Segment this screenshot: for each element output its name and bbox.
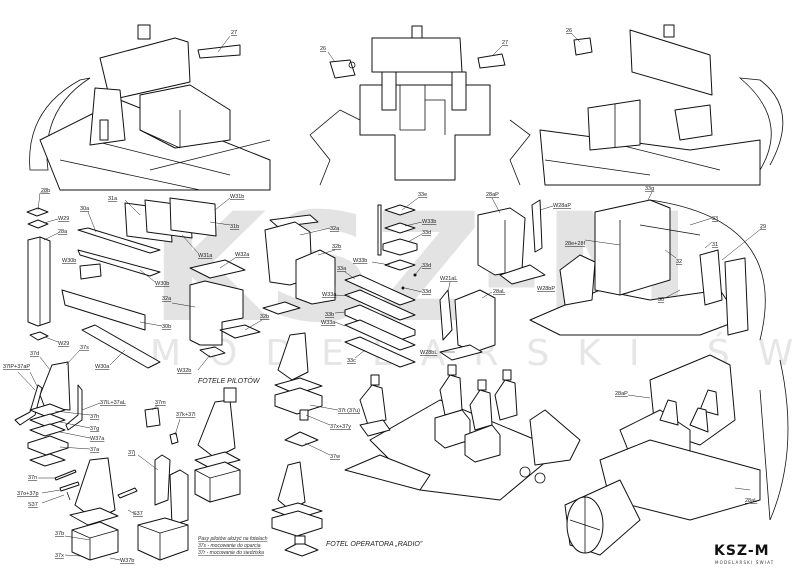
label-29: 29	[760, 224, 766, 230]
label-32b-2: 32b	[332, 244, 341, 250]
top-view-right: 26	[539, 24, 784, 186]
part-group-28: 28b W29 28a W29	[26, 188, 69, 347]
label-W32a: W32a	[235, 252, 250, 258]
notes-block: Pasy pilotów ułożyć na fotelach 37s - mo…	[198, 536, 423, 556]
label-31a: 31a	[108, 196, 118, 202]
label-W31b: W31b	[230, 194, 244, 200]
part-group-32: W32a 32a 32b W32b 32a 32b	[162, 214, 341, 374]
label-33g: 33g	[645, 186, 654, 192]
label-37x-37y: 37x+37y	[330, 424, 351, 430]
label-W30b-2: W30b	[62, 258, 76, 264]
part-group-33: 33e W33b 33d W33b 33d 33d 33a W33a 33b W…	[321, 192, 436, 368]
label-37h: 37h	[90, 414, 99, 420]
label-28aP-2: 28aP	[615, 391, 628, 397]
label-33d-2: 33d	[422, 263, 431, 269]
cockpit-assembly-right: 28aP 28aL	[564, 354, 789, 556]
label-26: 26	[320, 46, 326, 52]
label-30a: 30a	[80, 206, 90, 212]
label-W33b: W33b	[422, 219, 436, 225]
label-W30b: W30b	[155, 281, 169, 287]
label-32: 32	[676, 259, 682, 265]
label-37a: 37a	[90, 447, 100, 453]
label-37n: 37n	[28, 475, 37, 481]
label-32a: 32a	[162, 296, 172, 302]
label-37lP-37aP: 37lP+37aP	[3, 364, 30, 370]
cockpit-assembly-center	[344, 364, 581, 501]
label-W29-2: W29	[58, 341, 69, 347]
label-33c: 33c	[347, 358, 356, 364]
label-37k-37l: 37k+37l	[176, 412, 195, 418]
label-S37: S37	[28, 502, 38, 508]
label-W33a-2: W33a	[321, 320, 336, 326]
label-W28bL: W28bL	[420, 350, 437, 356]
label-W32b: W32b	[177, 368, 191, 374]
label-33d: 33d	[422, 230, 431, 236]
label-W37a: W37a	[90, 436, 105, 442]
label-37w: 37w	[330, 454, 340, 460]
label-33d-3: 33d	[422, 289, 431, 295]
label-W33b-2: W33b	[353, 258, 367, 264]
label-37t: 37t (37u)	[338, 408, 360, 414]
label-W28bP: W28bP	[537, 286, 555, 292]
label-28a: 28a	[58, 229, 68, 235]
label-32a-2: 32a	[330, 226, 340, 232]
label-W29: W29	[58, 216, 69, 222]
caption-pilot-seats: FOTELE PILOTÓW	[198, 376, 261, 385]
label-W31a: W31a	[198, 253, 213, 259]
label-28b: 28b	[41, 188, 50, 194]
note-line-1: Pasy pilotów ułożyć na fotelach	[198, 536, 268, 542]
label-W21aL: W21aL	[440, 276, 457, 282]
label-W37b: W37b	[120, 558, 134, 564]
label-33a: 33a	[337, 266, 347, 272]
label-W30a: W30a	[95, 364, 110, 370]
part-group-30-31: 30a 31a W31b 31b W31a W30b W30b 30b W30a	[61, 194, 244, 370]
label-37j: 37j	[128, 450, 135, 456]
label-S37-2: S37	[133, 511, 143, 517]
top-view-center: 26 27	[309, 25, 531, 186]
label-37b: 37b	[55, 531, 64, 537]
label-37s: 37s	[80, 345, 89, 351]
label-27: 27	[231, 30, 237, 36]
label-30: 30	[658, 297, 664, 303]
label-37g: 37g	[90, 426, 99, 432]
label-28e28f: 28e+28f	[565, 241, 586, 247]
caption-radio-seat: FOTEL OPERATORA „RADIO”	[326, 541, 423, 548]
brand-logo-text: KSZ-M	[714, 543, 770, 559]
pilot-seats-assembled: 37b 37x W37b S37 37m 37k+37l 37j FOTELE …	[55, 332, 360, 564]
label-31b: 31b	[230, 224, 239, 230]
label-27: 27	[502, 40, 508, 46]
part-group-28a-side: 28aP W28aP W28bP W21aL 28aL W28bL	[420, 192, 571, 361]
cabin-assembly: 33g 33 28e+28f 31 32 29 30	[529, 186, 766, 341]
pilot-seat-exploded: 37d 37s 37lP+37aP 37lL+37aL 37h 37g W37a…	[3, 345, 126, 508]
label-37d: 37d	[30, 351, 39, 357]
label-W28aP: W28aP	[553, 203, 571, 209]
label-30b: 30b	[162, 324, 171, 330]
label-31: 31	[712, 242, 718, 248]
label-33e: 33e	[418, 192, 427, 198]
label-37o-37p: 37o+37p	[17, 491, 39, 497]
label-32b: 32b	[260, 314, 269, 320]
label-28aP: 28aP	[486, 192, 499, 198]
label-33b: 33b	[325, 312, 334, 318]
label-37lL-37aL: 37lL+37aL	[100, 400, 126, 406]
note-line-2: 37s - mocowanie do oparcia	[198, 543, 261, 549]
brand-tagline: MODELARSKI ŚWIAT	[715, 560, 774, 565]
label-W33a: W33a	[322, 292, 337, 298]
label-26: 26	[566, 28, 572, 34]
top-view-left: 27	[29, 24, 271, 191]
note-line-3: 37r - mocowanie do siedziska	[198, 550, 264, 556]
brand-logo: KSZ-M MODELARSKI ŚWIAT	[714, 543, 774, 565]
label-37x: 37x	[55, 553, 64, 559]
label-28aL-2: 28aL	[745, 498, 757, 504]
label-37m: 37m	[155, 400, 166, 406]
label-28aL: 28aL	[493, 289, 505, 295]
label-33: 33	[712, 216, 718, 222]
